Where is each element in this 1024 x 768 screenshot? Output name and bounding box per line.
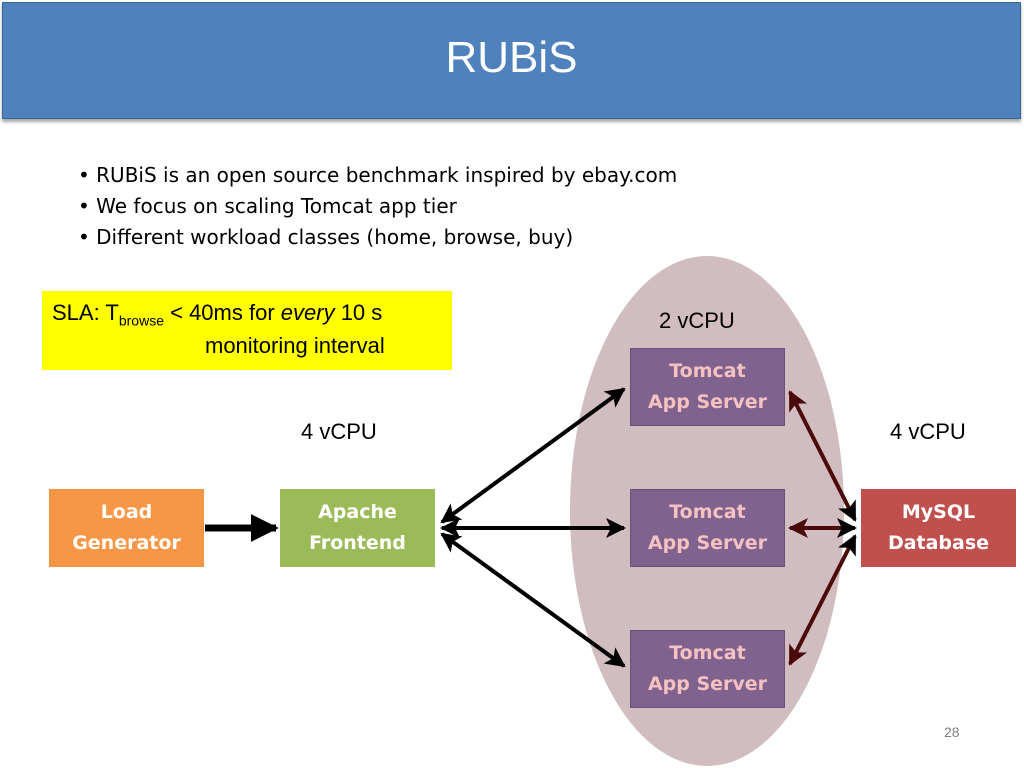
node-label: Apache bbox=[318, 501, 397, 523]
mysql-database-node: MySQL Database bbox=[861, 489, 1016, 567]
sla-line-2: monitoring interval bbox=[205, 333, 385, 358]
node-label: Generator bbox=[72, 532, 181, 554]
sla-callout: SLA: Tbrowse < 40ms for every 10 s monit… bbox=[42, 291, 452, 370]
tomcat3-mysql-arrow bbox=[788, 534, 857, 666]
sla-middle: < 40ms for bbox=[164, 300, 281, 325]
node-label: App Server bbox=[647, 532, 768, 554]
title-bar: RUBiS bbox=[2, 2, 1021, 119]
node-label: Tomcat bbox=[669, 501, 746, 523]
node-label: MySQL bbox=[901, 501, 976, 523]
tomcat1-mysql-arrow bbox=[788, 390, 857, 522]
apache-tomcat1-arrow bbox=[440, 387, 626, 524]
node-label: Tomcat bbox=[669, 642, 746, 664]
tomcat-vcpu-label: 2 vCPU bbox=[659, 308, 735, 333]
sla-emphasis: every bbox=[280, 300, 335, 325]
apache-vcpu-label: 4 vCPU bbox=[301, 419, 377, 444]
sla-line-1: SLA: Tbrowse < 40ms for every 10 s bbox=[52, 300, 382, 328]
node-label: Frontend bbox=[309, 532, 406, 554]
apache-tomcat3-arrow bbox=[440, 532, 626, 668]
bullet-item: We focus on scaling Tomcat app tier bbox=[78, 191, 677, 222]
bullet-item: RUBiS is an open source benchmark inspir… bbox=[78, 160, 677, 191]
bullet-item: Different workload classes (home, browse… bbox=[78, 222, 677, 253]
sla-subscript: browse bbox=[118, 312, 164, 329]
slide-title: RUBiS bbox=[445, 33, 578, 82]
page-number: 28 bbox=[944, 724, 960, 740]
bullet-list: RUBiS is an open source benchmark inspir… bbox=[78, 160, 677, 253]
node-label: App Server bbox=[647, 673, 768, 695]
node-label: Tomcat bbox=[669, 360, 746, 382]
node-label: Load bbox=[100, 501, 153, 523]
mysql-vcpu-label: 4 vCPU bbox=[890, 419, 966, 444]
sla-suffix: 10 s bbox=[334, 300, 383, 325]
node-label: Database bbox=[887, 532, 990, 554]
node-label: App Server bbox=[647, 391, 768, 413]
sla-prefix: SLA: T bbox=[52, 300, 119, 325]
